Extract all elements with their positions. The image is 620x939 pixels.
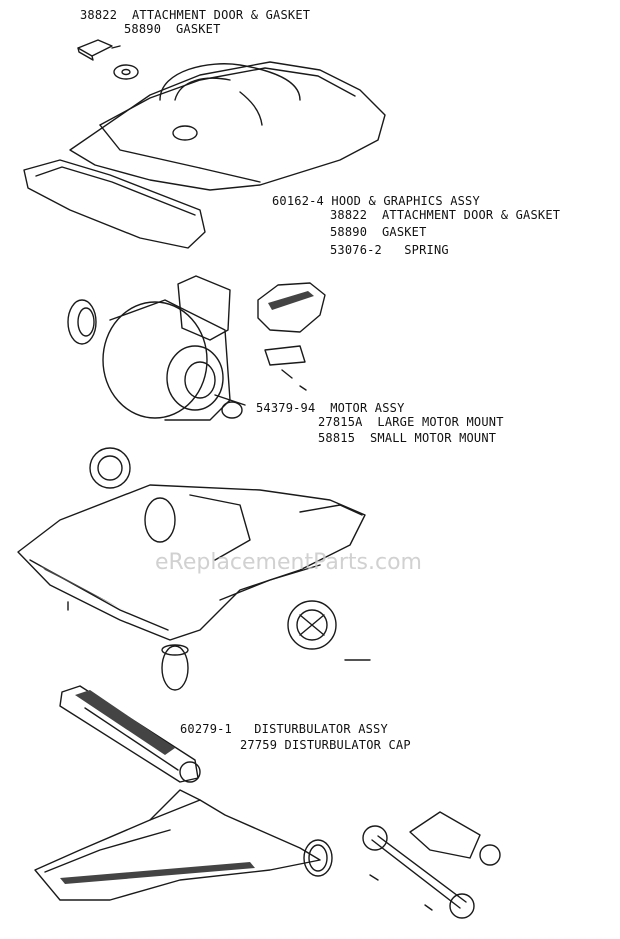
switch-cover-part <box>257 282 326 391</box>
drive-belt-part <box>303 839 333 877</box>
hood-bumper-part <box>23 159 206 249</box>
attachment-door-part <box>77 39 113 61</box>
motor-housing-part <box>102 275 246 421</box>
watermark: eReplacementParts.com <box>155 550 422 575</box>
label-spring: 53076-2 SPRING <box>330 243 449 257</box>
label-large-motor-mount: 27815A LARGE MOTOR MOUNT <box>318 415 504 429</box>
small-motor-mount-part <box>221 401 243 419</box>
large-motor-mount-part <box>67 299 97 345</box>
belt-part <box>161 644 189 691</box>
gasket-part <box>113 64 139 80</box>
label-hood-gasket: 58890 GASKET <box>330 225 427 239</box>
small-screws <box>369 874 433 911</box>
small-clip-part <box>111 45 121 49</box>
hood-part <box>69 61 386 191</box>
axle-assembly-part <box>362 811 501 919</box>
label-motor: 54379-94 MOTOR ASSY <box>256 401 405 415</box>
bottom-plate-part <box>34 789 321 901</box>
screw-marks <box>67 601 371 661</box>
upper-wheel-part <box>89 447 131 489</box>
label-disturbulator: 60279-1 DISTURBULATOR ASSY <box>180 722 388 736</box>
base-part <box>17 484 366 641</box>
disturbulator-part <box>59 685 201 783</box>
label-small-motor-mount: 58815 SMALL MOTOR MOUNT <box>318 431 497 445</box>
label-top-attachment-door: 38822 ATTACHMENT DOOR & GASKET <box>80 8 311 22</box>
label-hood-attachment-door: 38822 ATTACHMENT DOOR & GASKET <box>330 208 561 222</box>
label-top-gasket: 58890 GASKET <box>124 22 221 36</box>
label-disturbulator-cap: 27759 DISTURBULATOR CAP <box>240 738 411 752</box>
label-hood: 60162-4 HOOD & GRAPHICS ASSY <box>272 194 480 208</box>
rear-wheel-part <box>287 600 337 650</box>
